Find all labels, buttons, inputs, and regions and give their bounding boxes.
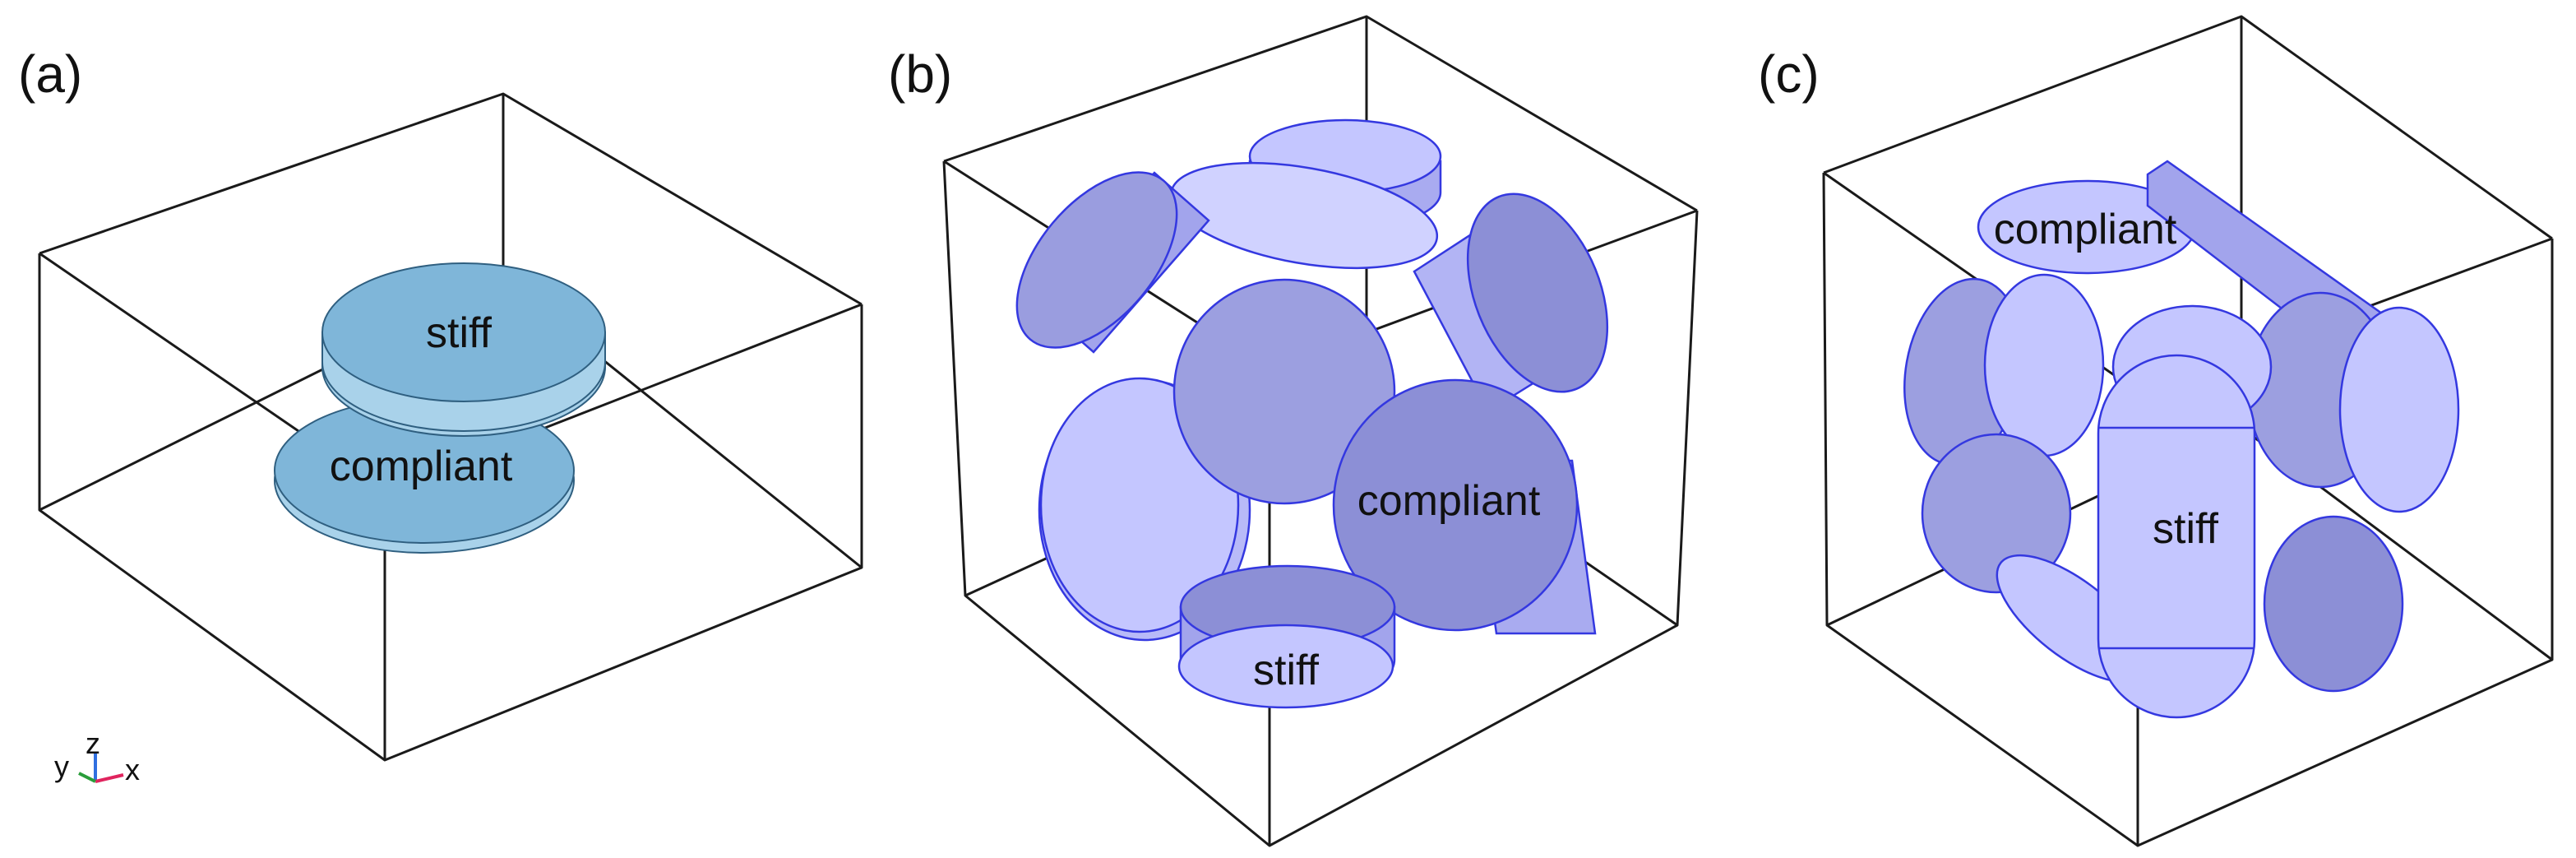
panel-a-compliant-label: compliant	[330, 443, 513, 490]
panel-c-stiff-label: stiff	[2153, 505, 2219, 553]
axis-y-line	[78, 772, 96, 783]
axis-x-line	[95, 773, 124, 783]
panel-b: (b)	[888, 15, 1699, 847]
panel-c-label: (c)	[1758, 44, 1820, 104]
panel-a-stiff-disk	[321, 262, 606, 437]
panel-c-compliant-label: compliant	[1994, 206, 2177, 253]
axis-z-label: z	[86, 726, 100, 760]
axes-triad: y z x	[54, 726, 140, 786]
panel-b-compliant-label: compliant	[1357, 477, 1541, 525]
panel-a-label: (a)	[18, 44, 82, 104]
panel-b-inclusions	[1015, 118, 1609, 709]
panel-a-stiff-label: stiff	[426, 309, 493, 357]
axis-x-label: x	[125, 753, 140, 786]
panel-c-inclusions	[1903, 160, 2460, 719]
axis-y-label: y	[54, 749, 69, 783]
panel-c: (c)	[1758, 15, 2554, 847]
panel-b-stiff-label: stiff	[1253, 647, 1320, 694]
panel-b-label: (b)	[888, 44, 952, 104]
panel-a: (a) stiff compliant y	[18, 44, 863, 786]
